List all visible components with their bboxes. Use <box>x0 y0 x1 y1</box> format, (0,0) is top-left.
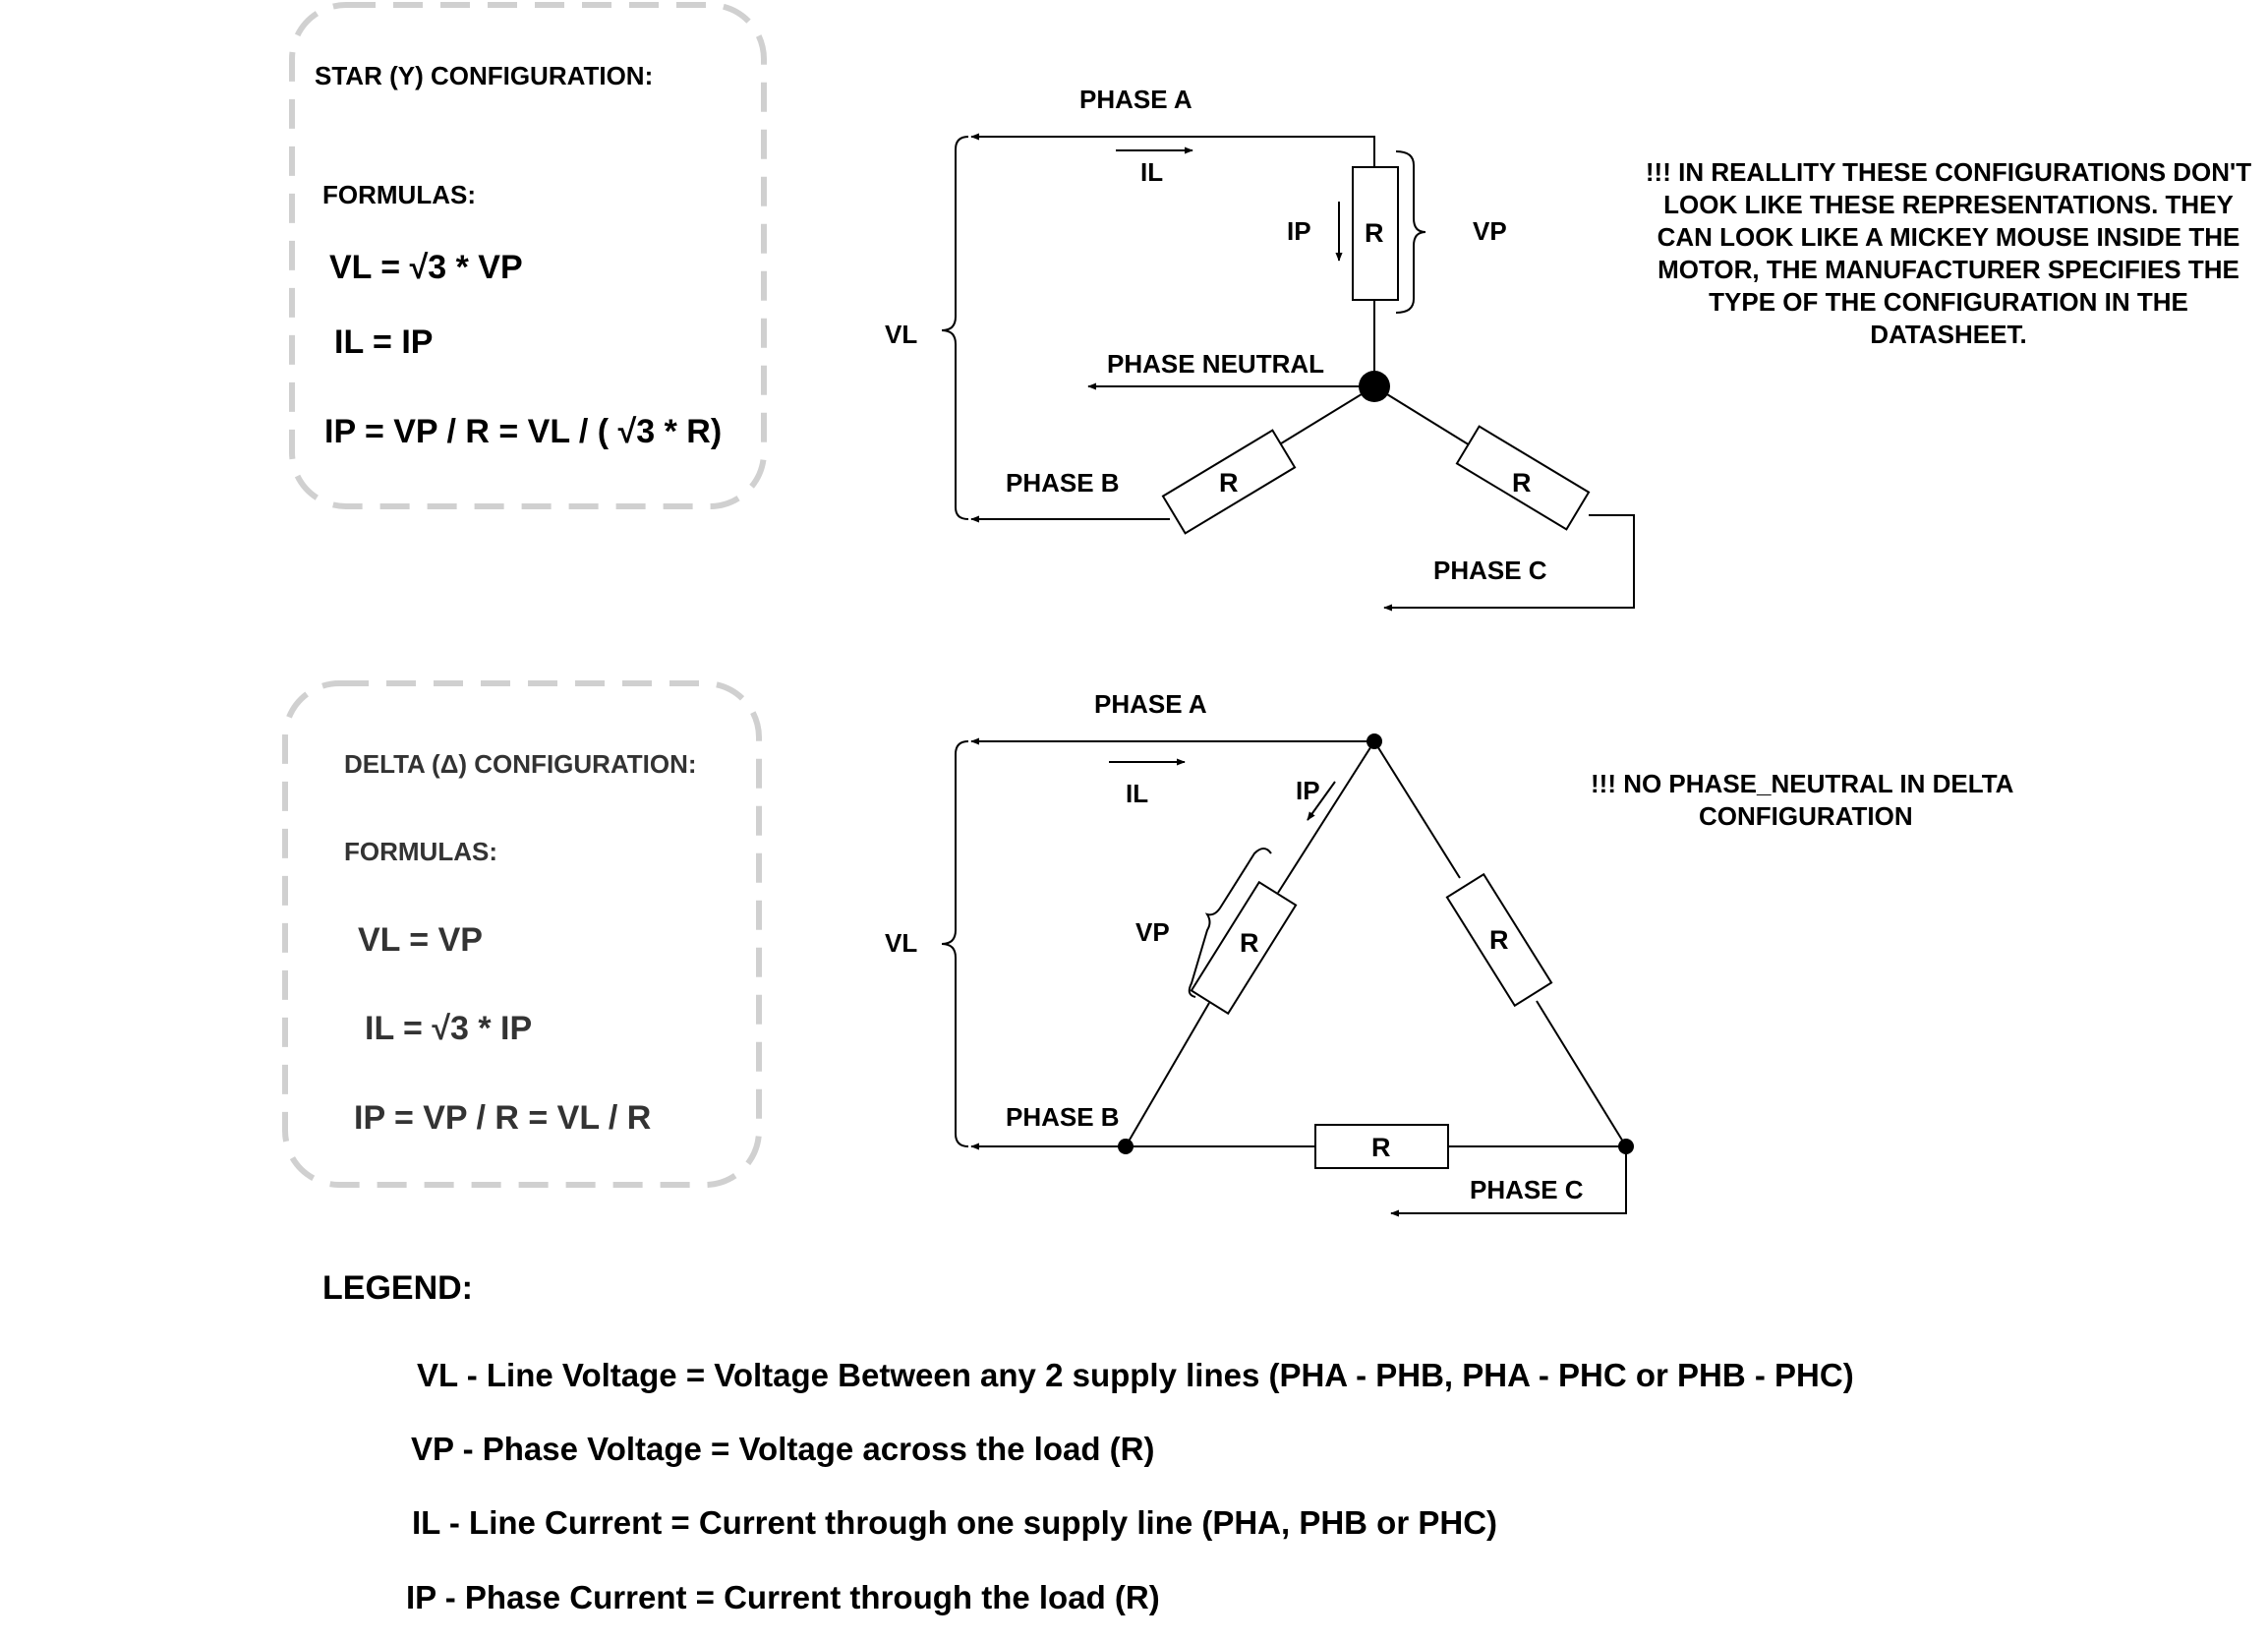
delta-note-line: !!! NO PHASE_NEUTRAL IN DELTA <box>1591 769 2014 798</box>
star-circuit: R R R PHASE A IL IP VP VL PHASE NEUTRAL <box>885 85 1635 612</box>
delta-node-a <box>1367 733 1382 749</box>
star-note-line: !!! IN REALLITY THESE CONFIGURATIONS DON… <box>1646 157 2251 187</box>
star-note: !!! IN REALLITY THESE CONFIGURATIONS DON… <box>1646 157 2251 349</box>
delta-note-line: CONFIGURATION <box>1699 801 1913 831</box>
delta-formula-il: IL = √3 * IP <box>365 1010 532 1047</box>
delta-phase-c-wire <box>1390 1146 1627 1217</box>
star-note-line: CAN LOOK LIKE A MICKEY MOUSE INSIDE THE <box>1657 222 2240 252</box>
delta-circuit: R R R PHASE A IL IP VP VL <box>885 689 1634 1217</box>
delta-vp-label: VP <box>1135 917 1170 947</box>
star-formula-box: STAR (Y) CONFIGURATION: FORMULAS: VL = √… <box>289 2 767 509</box>
star-phase-c-label: PHASE C <box>1433 556 1547 585</box>
star-resistor-a-label: R <box>1365 218 1384 248</box>
delta-il-label: IL <box>1126 779 1148 808</box>
star-phase-a-label: PHASE A <box>1079 85 1192 114</box>
star-box-border <box>289 2 767 509</box>
star-formula-ip: IP = VP / R = VL / ( √3 * R) <box>324 413 722 450</box>
star-vp-brace <box>1395 150 1426 314</box>
star-leg-c <box>1373 385 1476 449</box>
delta-vl-label: VL <box>885 928 917 958</box>
star-formulas-label: FORMULAS: <box>322 180 476 209</box>
star-phase-b-label: PHASE B <box>1006 468 1120 498</box>
star-resistor-b-label: R <box>1219 468 1239 498</box>
star-box-title: STAR (Y) CONFIGURATION: <box>315 61 653 90</box>
legend-title: LEGEND: <box>322 1269 473 1307</box>
star-phase-a-wire <box>970 133 1375 167</box>
delta-ip-arrow <box>1307 781 1336 821</box>
delta-phase-c-label: PHASE C <box>1470 1175 1584 1204</box>
legend-item-vp: VP - Phase Voltage = Voltage across the … <box>411 1431 1154 1467</box>
delta-box-border <box>282 680 762 1188</box>
star-vl-label: VL <box>885 320 917 349</box>
legend-item-ip: IP - Phase Current = Current through the… <box>406 1579 1160 1615</box>
delta-node-b <box>1118 1139 1134 1154</box>
star-il-label: IL <box>1140 157 1163 187</box>
delta-box-title: DELTA (Δ) CONFIGURATION: <box>344 749 697 779</box>
star-vl-brace <box>941 136 969 520</box>
delta-side-ab-bottom <box>1125 1002 1210 1147</box>
delta-side-ac-top <box>1373 740 1461 879</box>
legend-item-il: IL - Line Current = Current through one … <box>412 1504 1497 1541</box>
star-note-line: DATASHEET. <box>1870 320 2026 349</box>
star-vp-label: VP <box>1473 216 1507 246</box>
star-resistor-c <box>1455 425 1591 531</box>
delta-phase-b-label: PHASE B <box>1006 1102 1120 1132</box>
delta-resistor-ac <box>1445 872 1553 1008</box>
delta-resistor-bc <box>1314 1124 1449 1169</box>
star-formula-vl: VL = √3 * VP <box>329 249 523 286</box>
star-note-line: LOOK LIKE THESE REPRESENTATIONS. THEY <box>1663 190 2234 219</box>
delta-phase-a-label: PHASE A <box>1094 689 1207 719</box>
legend: LEGEND: VL - Line Voltage = Voltage Betw… <box>322 1269 1854 1615</box>
star-note-line: TYPE OF THE CONFIGURATION IN THE <box>1709 287 2188 317</box>
star-formula-il: IL = IP <box>334 323 433 361</box>
delta-vl-brace <box>941 740 969 1147</box>
star-resistor-b <box>1161 429 1297 535</box>
delta-resistor-ab-label: R <box>1240 928 1259 958</box>
delta-note: !!! NO PHASE_NEUTRAL IN DELTA CONFIGURAT… <box>1591 769 2014 831</box>
delta-side-ac-bottom <box>1536 1000 1627 1147</box>
star-phase-c-wire <box>1383 514 1635 612</box>
star-ip-label: IP <box>1287 216 1311 246</box>
delta-resistor-ab <box>1190 880 1298 1016</box>
delta-resistor-ac-label: R <box>1489 925 1509 955</box>
delta-formula-box: DELTA (Δ) CONFIGURATION: FORMULAS: VL = … <box>282 680 762 1188</box>
delta-formulas-label: FORMULAS: <box>344 837 497 866</box>
delta-formula-ip: IP = VP / R = VL / R <box>354 1099 651 1137</box>
legend-item-vl: VL - Line Voltage = Voltage Between any … <box>417 1357 1854 1393</box>
delta-resistor-bc-label: R <box>1371 1133 1391 1162</box>
star-phase-neutral-label: PHASE NEUTRAL <box>1107 349 1324 379</box>
star-resistor-c-label: R <box>1512 468 1532 498</box>
star-leg-b <box>1272 385 1375 449</box>
star-resistor-a <box>1352 166 1399 301</box>
delta-ip-label: IP <box>1296 776 1320 805</box>
delta-formula-vl: VL = VP <box>358 921 483 959</box>
delta-side-ab-top <box>1277 740 1375 894</box>
delta-vp-brace <box>1188 848 1272 998</box>
star-note-line: MOTOR, THE MANUFACTURER SPECIFIES THE <box>1657 255 2239 284</box>
delta-node-c <box>1618 1139 1634 1154</box>
